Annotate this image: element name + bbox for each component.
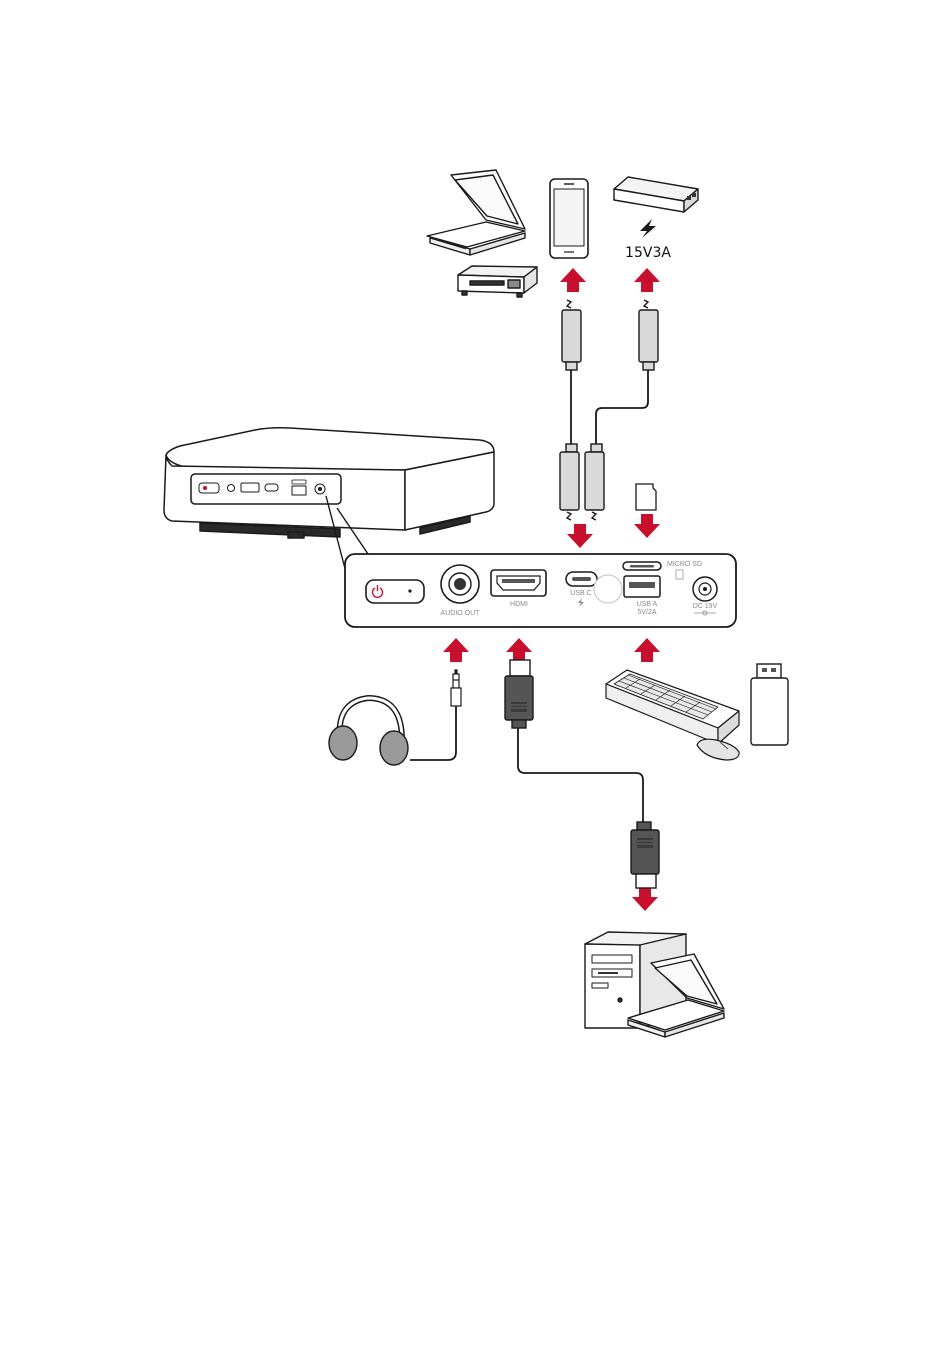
arrow-to-computer <box>632 887 658 911</box>
headphones-icon <box>329 698 408 765</box>
usb-c-plug-upper-left <box>562 300 581 370</box>
dc-label: DC 19V <box>693 603 718 610</box>
audio-plug-icon <box>451 670 461 706</box>
micro-sd-card-icon <box>636 484 656 510</box>
hdmi-cable <box>518 728 643 822</box>
micro-sd-label: MICRO SD <box>667 561 702 568</box>
laptop-icon <box>427 170 525 255</box>
usb-c-cable-power <box>596 370 648 444</box>
arrow-from-headphones <box>443 638 469 662</box>
power-button-icon <box>366 580 424 603</box>
power-bank-icon <box>614 177 698 212</box>
hdmi-label: HDMI <box>510 601 528 608</box>
keyboard-icon <box>606 670 739 744</box>
smartphone-icon <box>550 179 588 258</box>
hdmi-plug-lower <box>631 822 659 888</box>
arrow-to-phone <box>560 268 586 292</box>
audio-out-label: AUDIO OUT <box>441 610 481 617</box>
usb-stick-icon <box>751 664 788 745</box>
dc-in-port-icon <box>693 577 717 601</box>
usb-c-plug-upper-right <box>639 300 658 370</box>
arrow-to-power-bank <box>634 268 660 292</box>
usb-a-port-icon <box>624 576 660 597</box>
usb-c-plug-lower-left <box>560 444 579 520</box>
hdmi-plug-upper <box>505 660 533 728</box>
usb-a-rating-label: 5V/2A <box>637 609 656 616</box>
ir-sensor-icon <box>594 575 622 603</box>
audio-cable <box>410 706 456 760</box>
usb-a-label: USB A <box>637 601 658 608</box>
lightning-bolt-icon <box>640 219 656 238</box>
arrow-from-keyboard <box>634 638 660 662</box>
arrow-into-micro-sd <box>634 514 660 538</box>
arrow-into-usb-c <box>567 524 593 548</box>
audio-out-port-icon <box>441 565 479 603</box>
media-player-icon <box>458 266 537 297</box>
usb-c-plug-lower-right <box>585 444 604 520</box>
mouse-icon <box>697 739 739 760</box>
port-panel-enlarged: AUDIO OUT HDMI USB C MICRO SD USB A 5 <box>345 554 736 627</box>
arrow-from-hdmi <box>506 638 532 662</box>
usb-c-port-icon <box>566 572 597 586</box>
micro-sd-slot-icon <box>623 562 661 570</box>
power-source-label: 15V3A <box>625 245 671 261</box>
projector <box>164 428 494 538</box>
hdmi-port-icon <box>491 570 546 596</box>
usb-c-label: USB C <box>570 590 591 597</box>
